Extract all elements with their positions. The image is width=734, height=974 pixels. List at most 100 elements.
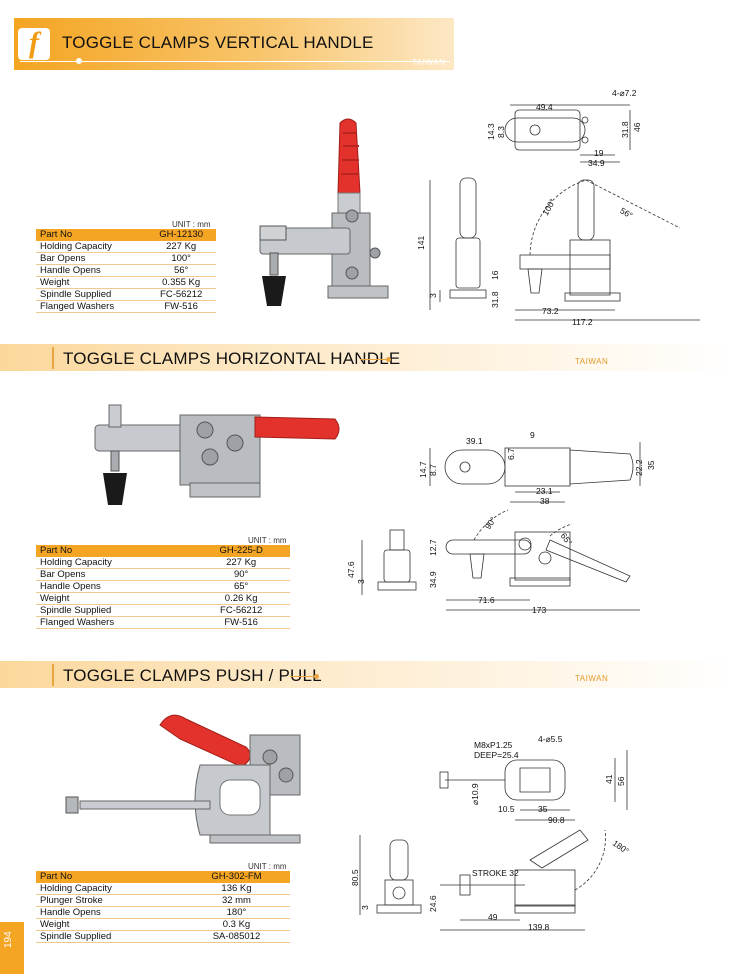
spec-value: 56° <box>146 264 216 277</box>
banner-rule <box>290 676 318 677</box>
dim-label: DEEP=25.4 <box>474 750 519 760</box>
dim-label: 49.4 <box>536 102 553 112</box>
dim-label: 47.6 <box>346 561 356 578</box>
unit-label-vertical: UNIT : mm <box>172 220 211 229</box>
spec-label: Bar Opens <box>36 568 193 581</box>
dim-label: 56 <box>616 776 626 786</box>
dim-label: 22.2 <box>634 459 644 476</box>
dim-label: 41 <box>604 774 614 784</box>
spec-value: 0.26 Kg <box>192 592 290 605</box>
dim-label: 12.7 <box>428 539 438 556</box>
banner-rule <box>20 61 450 62</box>
banner-dot-icon <box>386 357 391 362</box>
origin-label-horizontal: TAIWAN <box>575 357 609 366</box>
spec-value: 0.355 Kg <box>146 276 216 289</box>
spec-label: Flanged Washers <box>36 616 193 629</box>
technical-drawing-horizontal <box>361 442 641 611</box>
spec-label: Spindle Supplied <box>36 930 183 943</box>
dim-label: 8.7 <box>428 464 438 476</box>
spec-label: Weight <box>36 592 193 605</box>
dim-label: 34.9 <box>588 158 605 168</box>
dim-label: 14.3 <box>486 123 496 140</box>
spec-label: Weight <box>36 276 147 289</box>
dim-label: 3 <box>360 905 370 910</box>
spec-label: Weight <box>36 918 183 931</box>
product-photo-pushpull <box>65 714 301 844</box>
dim-label: 73.2 <box>542 306 559 316</box>
section-banner-pushpull <box>0 661 734 688</box>
spec-value: 0.3 Kg <box>182 918 290 931</box>
dim-label: 3 <box>428 293 438 298</box>
dim-label: 9 <box>530 430 535 440</box>
product-photo-horizontal <box>94 404 340 505</box>
dim-label: 8.3 <box>496 126 506 138</box>
spec-label: Part No <box>36 229 147 241</box>
spec-value: GH-225-D <box>192 545 290 557</box>
spec-label: Part No <box>36 545 193 557</box>
technical-drawing-vertical <box>429 104 700 321</box>
spec-value: 90° <box>192 568 290 581</box>
spec-label: Spindle Supplied <box>36 288 147 301</box>
origin-label-vertical: TAIWAN <box>412 58 446 67</box>
spec-value: 180° <box>182 906 290 919</box>
dim-label: 39.1 <box>466 436 483 446</box>
spec-label: Bar Opens <box>36 252 147 265</box>
spec-value: 65° <box>192 580 290 593</box>
spec-value: GH-12130 <box>146 229 216 241</box>
spec-label: Spindle Supplied <box>36 604 193 617</box>
spec-label: Flanged Washers <box>36 300 147 313</box>
spec-label: Holding Capacity <box>36 882 183 895</box>
dim-label: 3 <box>356 579 366 584</box>
spec-value: 136 Kg <box>182 882 290 895</box>
dim-label: 23.1 <box>536 486 553 496</box>
banner-accent-bar <box>52 347 54 369</box>
dim-label: 71.6 <box>478 595 495 605</box>
spec-value: FC-56212 <box>146 288 216 301</box>
product-photo-vertical <box>259 118 389 306</box>
page-number: 194 <box>3 931 14 948</box>
spec-value: FW-516 <box>192 616 290 629</box>
spec-value: 227 Kg <box>192 556 290 569</box>
spec-label: Handle Opens <box>36 264 147 277</box>
spec-value: 100° <box>146 252 216 265</box>
dim-label: 24.6 <box>428 895 438 912</box>
dim-label: 117.2 <box>572 317 593 327</box>
section-title-horizontal: TOGGLE CLAMPS HORIZONTAL HANDLE <box>63 349 401 368</box>
section-banner-horizontal <box>0 344 734 371</box>
spec-label: Handle Opens <box>36 580 193 593</box>
dim-label: M8xP1.25 <box>474 740 513 750</box>
spec-label: Plunger Stroke <box>36 894 183 907</box>
origin-label-pushpull: TAIWAN <box>575 674 609 683</box>
section-title-pushpull: TOGGLE CLAMPS PUSH / PULL <box>63 666 322 685</box>
dim-label: 49 <box>488 912 498 922</box>
dim-label: 4-⌀5.5 <box>538 734 563 744</box>
dim-label: 173 <box>532 605 547 615</box>
dim-label: 34.9 <box>428 571 438 588</box>
dim-label: 14.7 <box>418 461 428 478</box>
dim-label: 141 <box>416 235 426 250</box>
dim-label: 35 <box>646 460 656 470</box>
dim-label: ⌀10.9 <box>470 783 480 805</box>
spec-value: SA-085012 <box>182 930 290 943</box>
dim-label: 19 <box>594 148 604 158</box>
